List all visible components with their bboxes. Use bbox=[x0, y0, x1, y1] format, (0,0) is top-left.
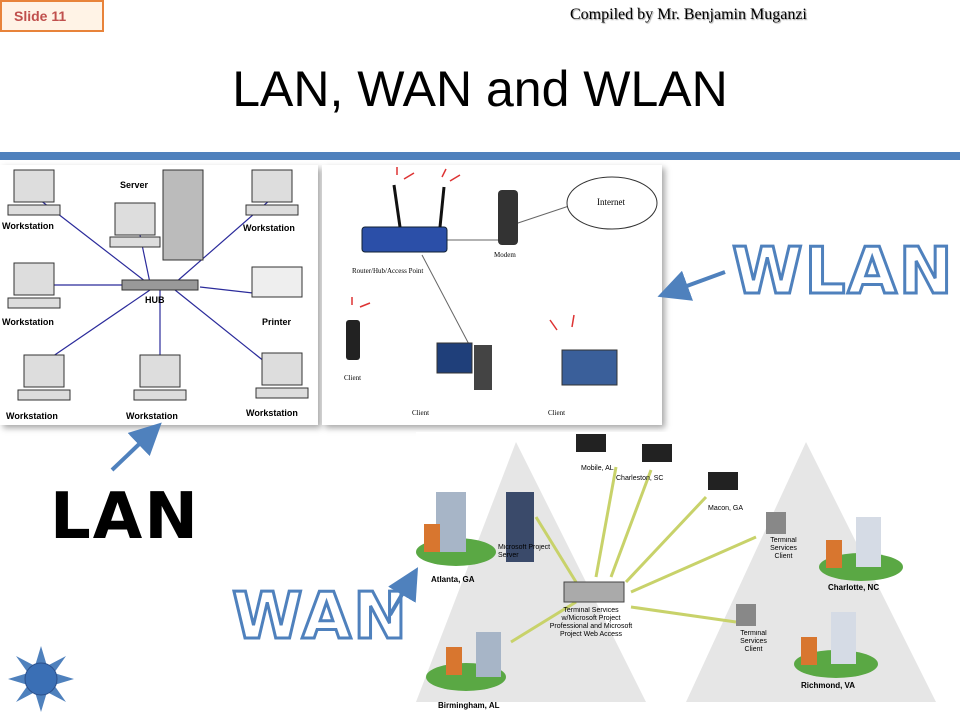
star-icon[interactable] bbox=[6, 644, 76, 714]
lan-diagram-svg: Workstation Workstation Workstation Work… bbox=[2, 169, 309, 421]
wlan-diagram: Router/Hub/Access Point Modem Internet C… bbox=[322, 165, 662, 425]
terminal-client-box: Terminal Services Client bbox=[740, 630, 767, 653]
charleston-label: Charleston, SC bbox=[616, 475, 663, 482]
birmingham-label: Birmingham, AL bbox=[438, 701, 500, 710]
client-label: Client bbox=[412, 409, 429, 417]
atlanta-label: Atlanta, GA bbox=[431, 575, 475, 584]
terminal-services-label: Terminal Services w/Microsoft Project Pr… bbox=[549, 607, 633, 638]
workstation-label: Workstation bbox=[126, 411, 178, 421]
workstation-label: Workstation bbox=[243, 223, 295, 233]
lan-diagram: Workstation Workstation Workstation Work… bbox=[0, 165, 318, 425]
terminal-services-box: Terminal Services w/Microsoft Project Pr… bbox=[549, 607, 633, 638]
richmond-label: Richmond, VA bbox=[801, 681, 855, 690]
project-server-label: Microsoft Project Server bbox=[498, 544, 551, 559]
wan-diagram-svg: Atlanta, GA Birmingham, AL Charlotte, NC… bbox=[416, 434, 936, 710]
router-label: Router/Hub/Access Point bbox=[352, 267, 423, 275]
project-server-box: Microsoft Project Server bbox=[498, 544, 551, 559]
terminal-client-label: Terminal Services Client bbox=[770, 537, 797, 560]
workstation-label: Workstation bbox=[2, 221, 54, 231]
terminal-client-label: Terminal Services Client bbox=[740, 630, 767, 653]
author-credit: Compiled by Mr. Benjamin Muganzi bbox=[570, 6, 807, 23]
workstation-label: Workstation bbox=[246, 408, 298, 418]
hub-label: HUB bbox=[145, 295, 165, 305]
wlan-diagram-svg: Router/Hub/Access Point Modem Internet C… bbox=[344, 167, 658, 417]
server-label: Server bbox=[120, 180, 149, 190]
title-divider bbox=[0, 152, 960, 160]
wan-arrow bbox=[388, 567, 419, 617]
wan-label: WAN bbox=[231, 579, 409, 656]
modem-label: Modem bbox=[494, 251, 516, 259]
lan-arrow bbox=[110, 422, 162, 472]
charlotte-label: Charlotte, NC bbox=[828, 583, 879, 592]
mobile-label: Mobile, AL bbox=[581, 465, 614, 472]
internet-label: Internet bbox=[597, 197, 625, 207]
macon-label: Macon, GA bbox=[708, 505, 743, 512]
workstation-label: Workstation bbox=[6, 411, 58, 421]
printer-label: Printer bbox=[262, 317, 292, 327]
lan-label: LAN bbox=[50, 480, 200, 554]
client-label: Client bbox=[344, 374, 361, 382]
wlan-arrow bbox=[657, 270, 726, 301]
client-label: Client bbox=[548, 409, 565, 417]
slide-number-badge: Slide 11 bbox=[0, 0, 104, 32]
terminal-client-box: Terminal Services Client bbox=[770, 537, 797, 560]
workstation-label: Workstation bbox=[2, 317, 54, 327]
wan-diagram: Atlanta, GA Birmingham, AL Charlotte, NC… bbox=[416, 432, 960, 716]
wlan-label: WLAN bbox=[730, 234, 955, 311]
slide-title: LAN, WAN and WLAN bbox=[232, 61, 728, 117]
